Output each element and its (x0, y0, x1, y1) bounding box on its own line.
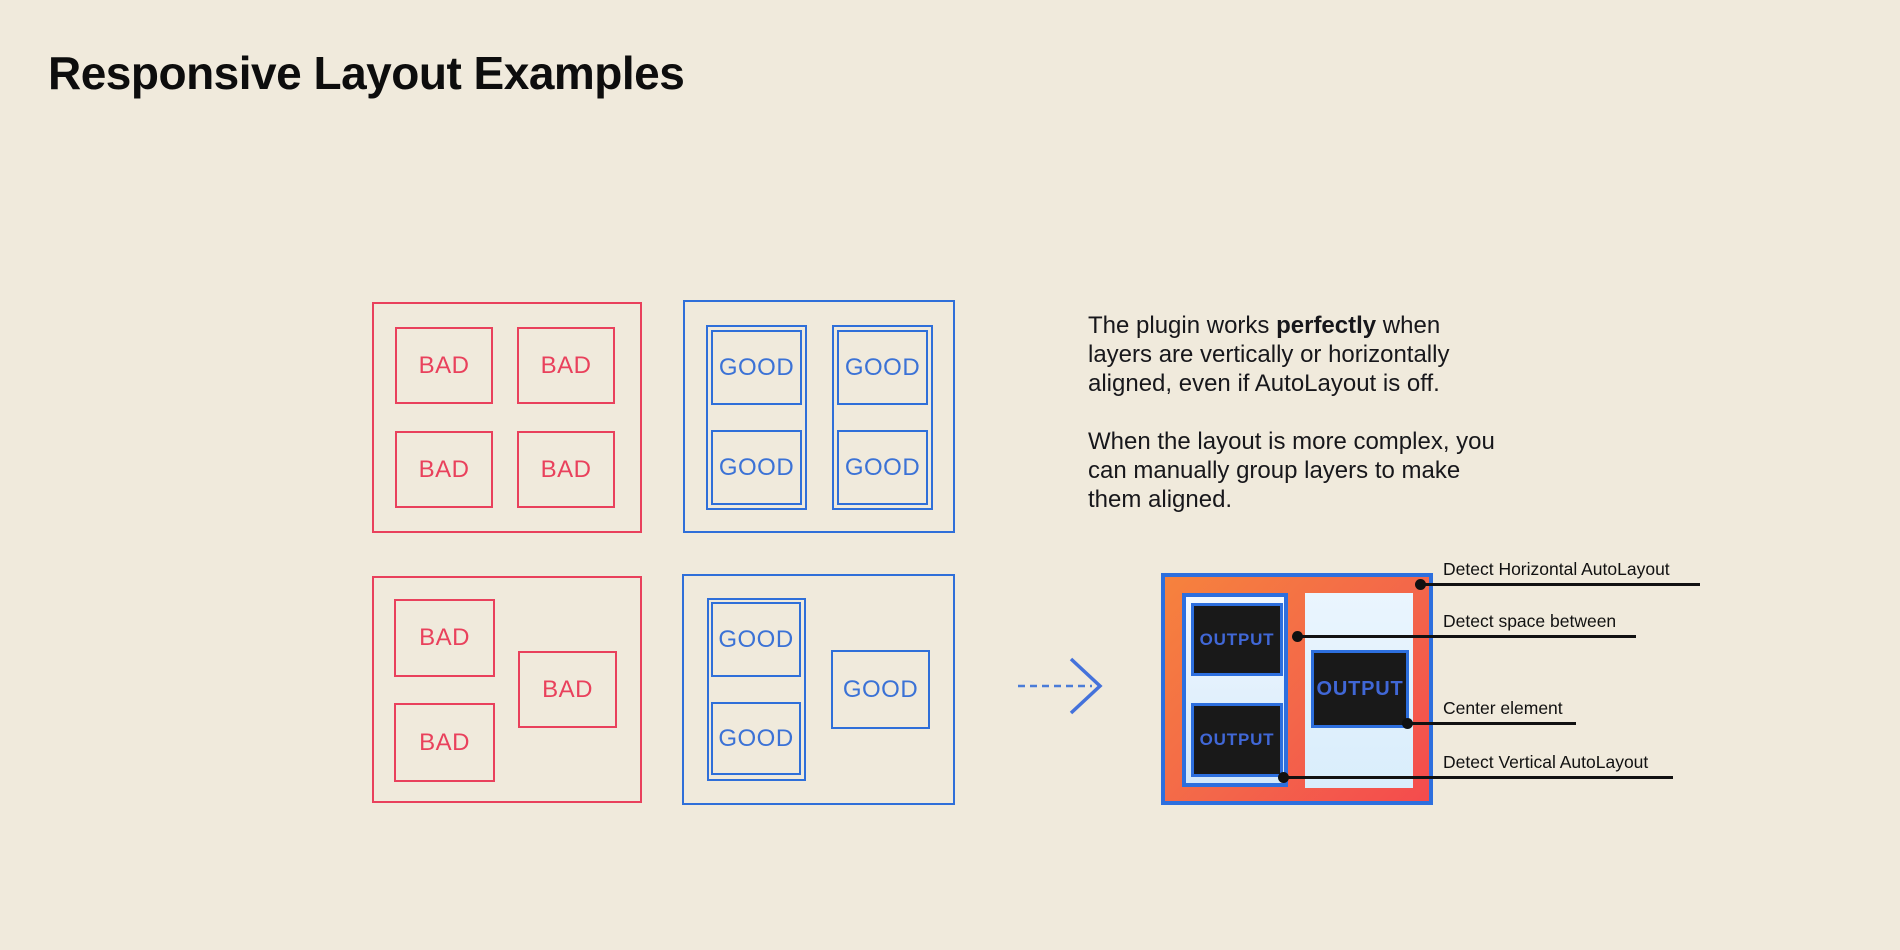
callout-label: Detect Vertical AutoLayout (1443, 752, 1649, 772)
callout-line (1407, 722, 1576, 725)
output-vertical-group: OUTPUT OUTPUT (1182, 593, 1288, 787)
callout-line (1297, 635, 1636, 638)
bad-box: BAD (394, 599, 495, 677)
example-bad-complex-frame: BAD BAD BAD (372, 576, 642, 803)
example-good-grid-frame: GOOD GOOD GOOD GOOD (683, 300, 955, 533)
output-center-panel: OUTPUT (1305, 593, 1413, 788)
example-good-complex-frame: GOOD GOOD GOOD (682, 574, 955, 805)
callout-label: Center element (1443, 698, 1563, 718)
good-box: GOOD (711, 602, 801, 677)
description-paragraph-1: The plugin works perfectly when layers a… (1088, 311, 1518, 398)
bad-box: BAD (394, 703, 495, 782)
page-title: Responsive Layout Examples (48, 47, 685, 99)
description-bold-run: perfectly (1276, 312, 1377, 339)
callout-line (1283, 776, 1673, 779)
callout-label: Detect space between (1443, 611, 1617, 631)
good-group: GOOD GOOD (707, 598, 806, 781)
arrow-right-icon (1018, 657, 1103, 715)
output-preview-frame: OUTPUT OUTPUT OUTPUT (1161, 573, 1433, 805)
output-box: OUTPUT (1191, 603, 1283, 676)
description-paragraph-2: When the layout is more complex, you can… (1088, 428, 1495, 513)
bad-box: BAD (395, 431, 493, 508)
description-text-run: The plugin works (1088, 312, 1277, 339)
good-box: GOOD (837, 330, 928, 405)
callout-label: Detect Horizontal AutoLayout (1443, 559, 1670, 579)
good-box: GOOD (711, 702, 801, 775)
good-box: GOOD (837, 430, 928, 505)
bad-box: BAD (395, 327, 493, 404)
description-text: The plugin works perfectly when layers a… (1088, 311, 1518, 514)
description-text-run: when layers are vertically or horizontal… (1088, 312, 1450, 397)
good-box: GOOD (831, 650, 930, 729)
good-group-right: GOOD GOOD (832, 325, 933, 510)
output-box: OUTPUT (1191, 703, 1283, 777)
callout-line (1420, 583, 1700, 586)
good-box: GOOD (711, 330, 802, 405)
good-group-left: GOOD GOOD (706, 325, 807, 510)
bad-box: BAD (517, 431, 615, 508)
bad-box: BAD (517, 327, 615, 404)
good-box: GOOD (711, 430, 802, 505)
bad-box: BAD (518, 651, 617, 728)
output-box: OUTPUT (1311, 650, 1409, 728)
example-bad-grid-frame: BAD BAD BAD BAD (372, 302, 642, 533)
